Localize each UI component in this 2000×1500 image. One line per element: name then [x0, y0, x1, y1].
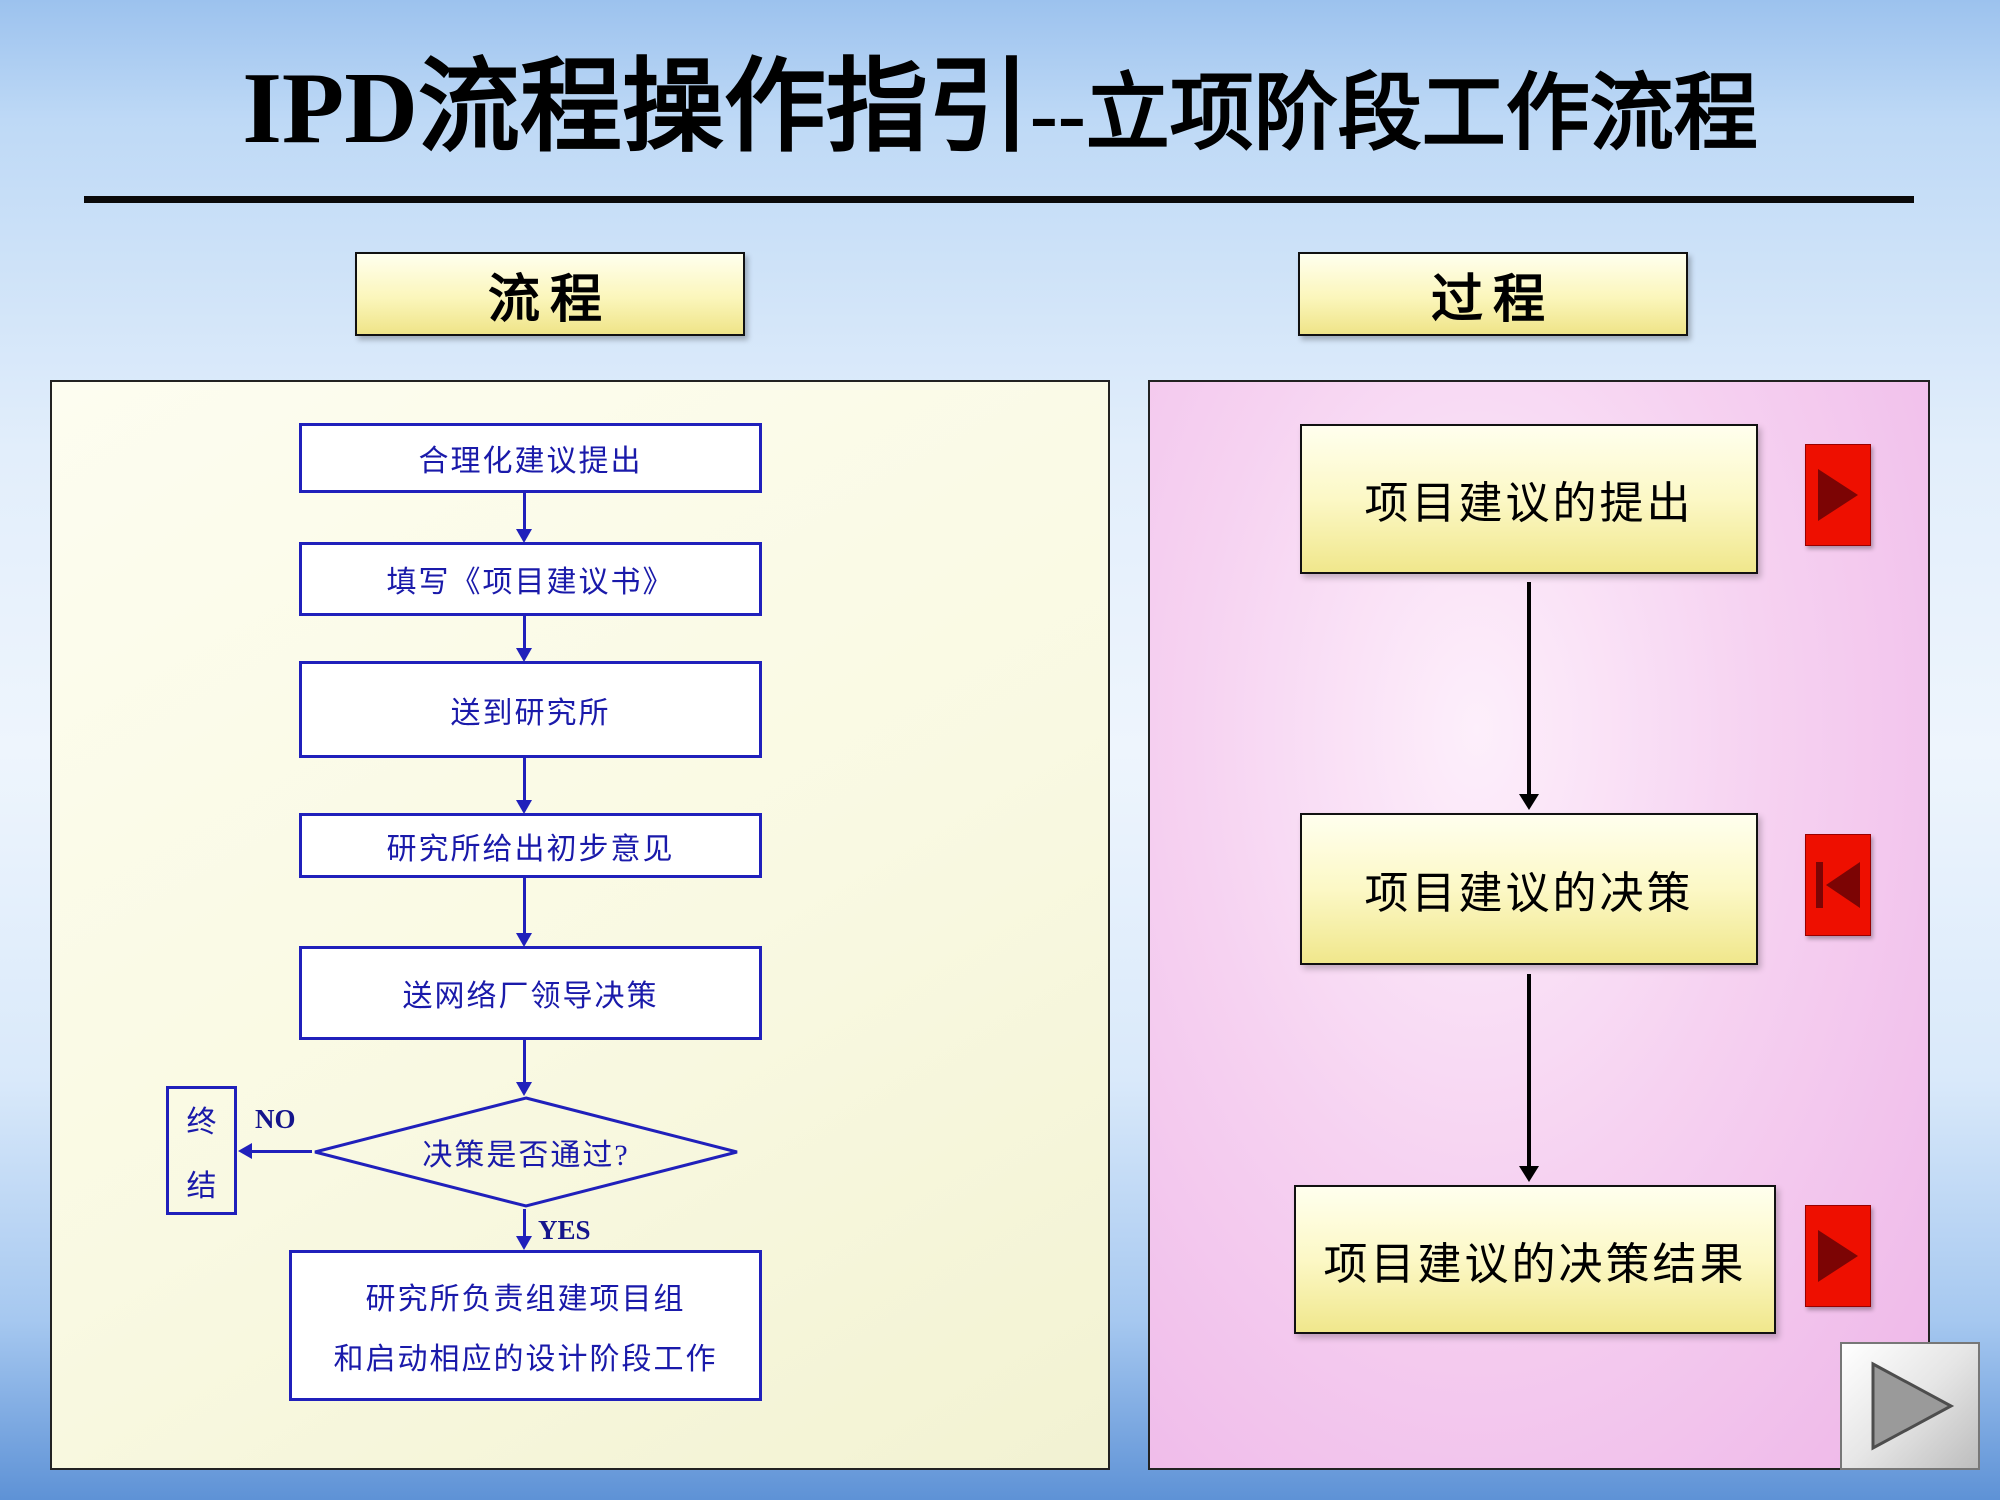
terminate-char-2: 结	[186, 1169, 217, 1203]
flow-arrow-6	[516, 1209, 532, 1250]
no-branch-arrow	[238, 1143, 312, 1159]
process-panel: 项目建议的提出 项目建议的决策 项目建议的决策结果	[1148, 380, 1930, 1470]
final-step-line-1: 研究所负责组建项目组	[365, 1282, 686, 1316]
page-title-sub: --立项阶段工作流程	[1029, 68, 1758, 161]
left-section-header-label: 流程	[487, 271, 612, 329]
process-step-proposal: 项目建议的提出	[1300, 424, 1758, 574]
process-step-label: 项目建议的决策	[1364, 869, 1694, 918]
skip-back-bar	[1816, 862, 1823, 908]
flow-step-label: 填写《项目建议书》	[386, 566, 675, 599]
flow-step-preliminary-opinion: 研究所给出初步意见	[299, 813, 762, 878]
process-decision-button[interactable]	[1805, 834, 1871, 936]
flow-step-label: 合理化建议提出	[418, 445, 643, 478]
process-step-result: 项目建议的决策结果	[1294, 1185, 1776, 1334]
process-arrow-2	[1519, 974, 1539, 1182]
decision-diamond-shape	[314, 1096, 738, 1208]
decision-diamond: 决策是否通过?	[312, 1095, 740, 1209]
process-arrow-1	[1519, 582, 1539, 810]
process-step-label: 项目建议的提出	[1364, 479, 1694, 528]
page-title: IPD流程操作指引--立项阶段工作流程	[0, 34, 2000, 213]
flow-step-fill-form: 填写《项目建议书》	[299, 542, 762, 616]
right-section-header-label: 过程	[1430, 271, 1555, 329]
flow-step-proposal: 合理化建议提出	[299, 423, 762, 493]
flow-arrow-5	[516, 1040, 532, 1096]
title-underline	[84, 196, 1914, 203]
skip-back-icon	[1816, 862, 1860, 908]
flow-arrow-3	[516, 758, 532, 814]
page-title-main: IPD流程操作指引	[242, 52, 1030, 165]
play-icon	[1818, 1230, 1858, 1282]
flow-step-send-institute: 送到研究所	[299, 661, 762, 758]
flow-arrow-2	[516, 616, 532, 662]
decision-question: 决策是否通过?	[422, 1139, 630, 1172]
decision-no-label: NO	[255, 1104, 296, 1134]
final-step-line-2: 和启动相应的设计阶段工作	[333, 1342, 718, 1376]
flowchart-panel: 合理化建议提出 填写《项目建议书》 送到研究所 研究所给出初步意见 送网络厂领导…	[50, 380, 1110, 1470]
flow-step-label: 送到研究所	[450, 696, 611, 730]
decision-yes-label: YES	[538, 1215, 591, 1245]
next-slide-button[interactable]	[1840, 1342, 1980, 1470]
flow-step-leadership-decision: 送网络厂领导决策	[299, 946, 762, 1040]
terminate-char-1: 终	[186, 1105, 217, 1139]
play-icon	[1818, 469, 1858, 521]
flow-arrow-1	[516, 493, 532, 543]
right-section-header: 过程	[1298, 252, 1688, 336]
flow-step-label: 送网络厂领导决策	[402, 980, 659, 1013]
terminate-box: 终 结	[166, 1086, 237, 1215]
skip-back-triangle	[1826, 862, 1860, 908]
flow-arrow-4	[516, 878, 532, 947]
process-step-label: 项目建议的决策结果	[1323, 1239, 1747, 1289]
left-section-header: 流程	[355, 252, 745, 336]
process-result-button[interactable]	[1805, 1205, 1871, 1307]
next-slide-icon	[1871, 1361, 1955, 1451]
flow-step-final: 研究所负责组建项目组 和启动相应的设计阶段工作	[289, 1250, 762, 1401]
process-step-decision: 项目建议的决策	[1300, 813, 1758, 965]
process-proposal-button[interactable]	[1805, 444, 1871, 546]
flow-step-label: 研究所给出初步意见	[386, 832, 675, 866]
